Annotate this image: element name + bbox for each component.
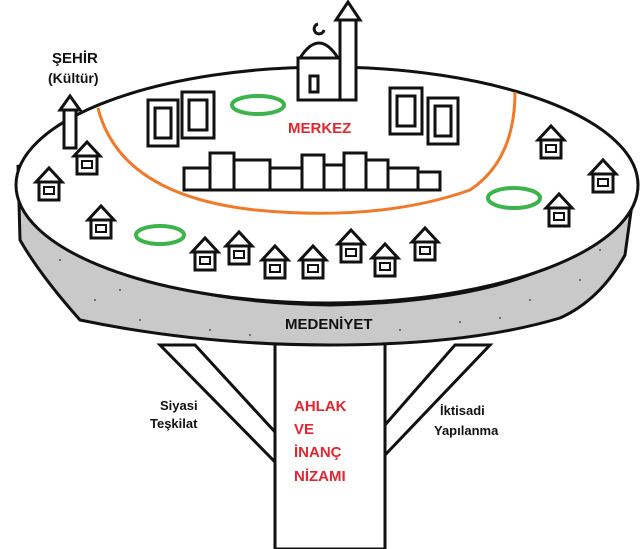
culture-label: (Kültür) (48, 70, 99, 86)
trunk-pillar (156, 338, 494, 549)
civilization-label: MEDENİYET (285, 316, 373, 333)
political-label-2: Teşkilat (150, 416, 198, 431)
trunk-label-2: VE (294, 421, 315, 438)
economic-label-1: İktisadi (440, 403, 485, 418)
mosque-icon (296, 0, 363, 102)
arrow-up-icon (57, 93, 83, 150)
building-icon (146, 86, 460, 148)
center-label: MERKEZ (288, 120, 352, 137)
trunk-label-1: AHLAK (294, 398, 347, 415)
trunk-label-3: İNANÇ (294, 444, 342, 461)
tree-icon (134, 94, 542, 246)
political-label-1: Siyasi (160, 398, 198, 413)
platform-speckles (59, 249, 601, 336)
trunk-label-4: NİZAMI (294, 468, 346, 485)
center-buildings (182, 151, 442, 192)
center-ring (96, 91, 517, 215)
city-label: ŞEHİR (52, 50, 98, 67)
economic-label-2: Yapılanma (434, 423, 499, 438)
